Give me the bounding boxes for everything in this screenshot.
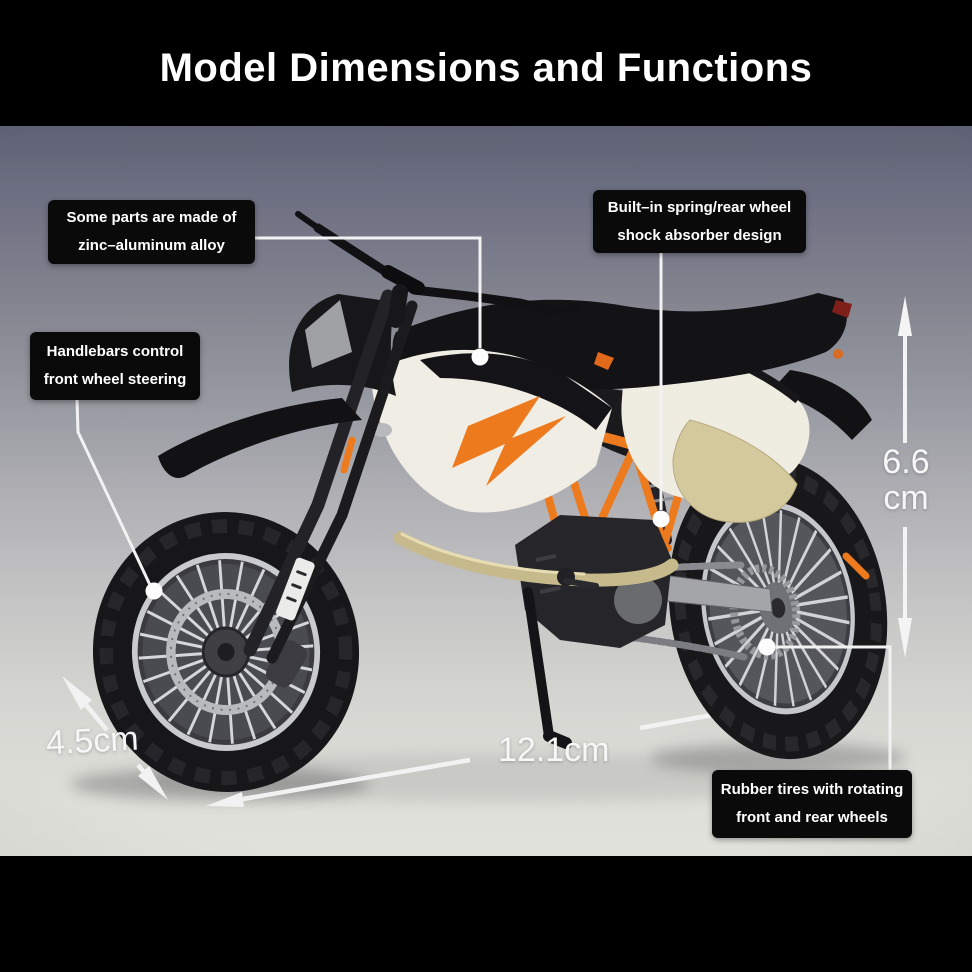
height-unit: cm (883, 479, 929, 517)
callout-line: Handlebars control (46, 343, 184, 360)
callout-zinc-aluminum-alloy: Some parts are made of zinc–aluminum all… (48, 200, 255, 264)
windshield (305, 300, 352, 368)
kickstand (523, 587, 572, 749)
tail-light (832, 300, 852, 318)
height-value: 6.6 (882, 443, 930, 481)
callout-line: zinc–aluminum alloy (78, 237, 225, 254)
callout-line: Some parts are made of (66, 209, 237, 226)
steering-dot (145, 582, 163, 600)
rear-panel-gold (672, 419, 798, 523)
callout-line: front wheel steering (43, 371, 187, 388)
page-title: Model Dimensions and Functions (159, 45, 813, 90)
callout-line: front and rear wheels (736, 809, 888, 826)
tank-graphic-orange (452, 396, 566, 486)
shock-dot (652, 510, 670, 528)
tank-swoosh-black (420, 353, 612, 430)
length-dimension-label: 12.1cm (498, 731, 610, 769)
rear-sprocket (729, 564, 801, 660)
callout-handlebar-steering: Handlebars control front wheel steering (30, 332, 200, 400)
callout-rubber-tires: Rubber tires with rotating front and rea… (712, 770, 912, 838)
callout-shock-absorber: Built–in spring/rear wheel shock absorbe… (593, 190, 806, 253)
alloy-dot (471, 348, 489, 366)
header-bar: Model Dimensions and Functions (0, 0, 972, 126)
height-dimension-arrow (898, 296, 912, 658)
callout-line: shock absorber design (617, 226, 782, 244)
seat-accent-orange (594, 352, 614, 370)
steering-connector-line (75, 399, 152, 586)
width-dimension-arrow (62, 676, 168, 800)
callout-connectors (75, 236, 892, 770)
front-fork (243, 289, 418, 664)
motorcycle-model (92, 211, 888, 792)
width-dimension-label: 4.5cm (45, 719, 140, 763)
tires-connector-line (776, 645, 892, 770)
tires-dot (758, 638, 776, 656)
callout-dots (145, 348, 776, 656)
callout-line: Rubber tires with rotating (720, 781, 904, 798)
front-fender-beak (158, 398, 362, 478)
callout-line: Built–in spring/rear wheel (607, 198, 792, 216)
footpeg (557, 568, 599, 589)
turn-signal (833, 349, 843, 359)
rear-fender (770, 370, 872, 440)
alloy-connector-line (255, 236, 482, 348)
footer-bar (0, 856, 972, 972)
height-dimension-label: 6.6 cm (872, 444, 940, 516)
brake-caliper (266, 640, 308, 688)
